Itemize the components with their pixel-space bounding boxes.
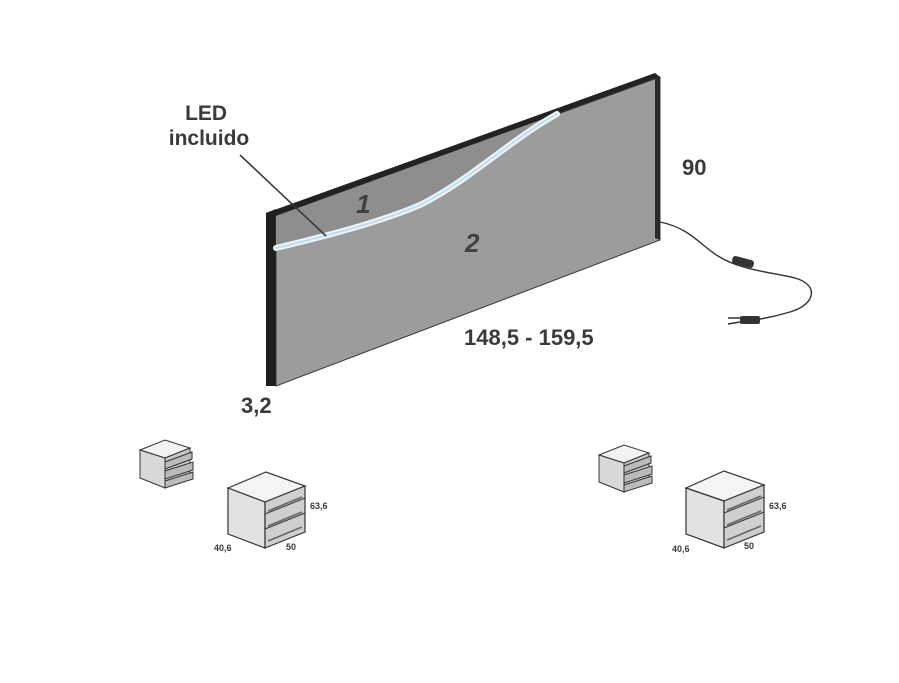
headboard-edge	[266, 209, 276, 386]
led-leader-line	[239, 154, 327, 237]
cable-switch	[732, 255, 754, 269]
headboard-right-edge	[655, 73, 660, 240]
plug-icon	[740, 316, 760, 324]
nightstand-group-left: 63,6 40,6 50	[138, 439, 328, 553]
nightstand-group-right: 63,6 40,6 50	[597, 444, 787, 554]
nightstand-box	[226, 471, 307, 549]
led-label: LED incluido	[169, 102, 250, 150]
height-label: 90	[682, 155, 706, 180]
depth-label: 3,2	[241, 393, 272, 418]
headboard-zone-1	[276, 114, 557, 248]
cable-line	[659, 221, 813, 323]
nightstand-box	[684, 470, 766, 549]
headboard-top-edge	[266, 73, 660, 216]
zone-1-label: 1	[356, 189, 370, 219]
nightstand-thumbnail	[138, 439, 194, 489]
led-strip-core	[275, 113, 558, 249]
nightstand-height-label: 63,6	[310, 501, 328, 511]
nightstand-width-label: 50	[286, 542, 296, 552]
width-label: 148,5 - 159,5	[464, 325, 594, 350]
nightstand-thumbnail	[597, 444, 653, 493]
zone-2-label: 2	[464, 228, 480, 258]
nightstand-width-label: 50	[744, 541, 754, 551]
nightstand-depth-label: 40,6	[214, 543, 232, 553]
nightstand-height-label: 63,6	[769, 501, 787, 511]
headboard	[266, 73, 661, 387]
nightstand-depth-label: 40,6	[672, 544, 690, 554]
power-cable	[659, 221, 813, 325]
plug-prong-2	[727, 321, 741, 325]
